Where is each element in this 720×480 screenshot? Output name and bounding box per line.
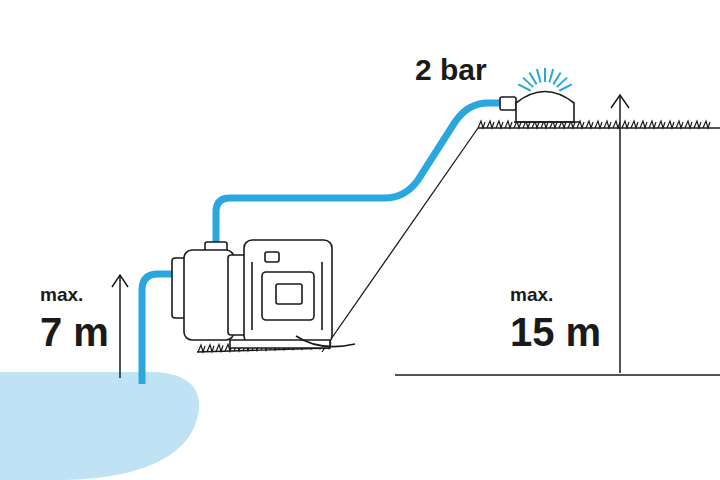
height-prefix: max. — [510, 285, 553, 304]
height-arrows — [112, 95, 629, 378]
spray-line — [518, 84, 530, 90]
grass-tuft — [478, 121, 710, 128]
spray-line — [537, 69, 541, 82]
spray-line — [544, 68, 546, 82]
sprinkler — [500, 92, 580, 123]
delivery-height: 15 m — [510, 312, 601, 352]
pressure-label: 2 bar — [415, 55, 487, 85]
ground — [197, 128, 720, 375]
spray-line — [559, 84, 571, 90]
suction-height: 7 m — [40, 312, 109, 352]
spray-line — [549, 69, 553, 82]
pump — [172, 240, 355, 348]
spray — [518, 68, 571, 91]
spray-line — [553, 72, 560, 84]
discharge-pipe — [216, 103, 508, 246]
height-prefix: max. — [40, 285, 83, 304]
spray-line — [557, 78, 567, 88]
grass — [198, 121, 710, 352]
spray-line — [529, 72, 536, 84]
spray-line — [523, 78, 533, 88]
water — [0, 372, 199, 480]
